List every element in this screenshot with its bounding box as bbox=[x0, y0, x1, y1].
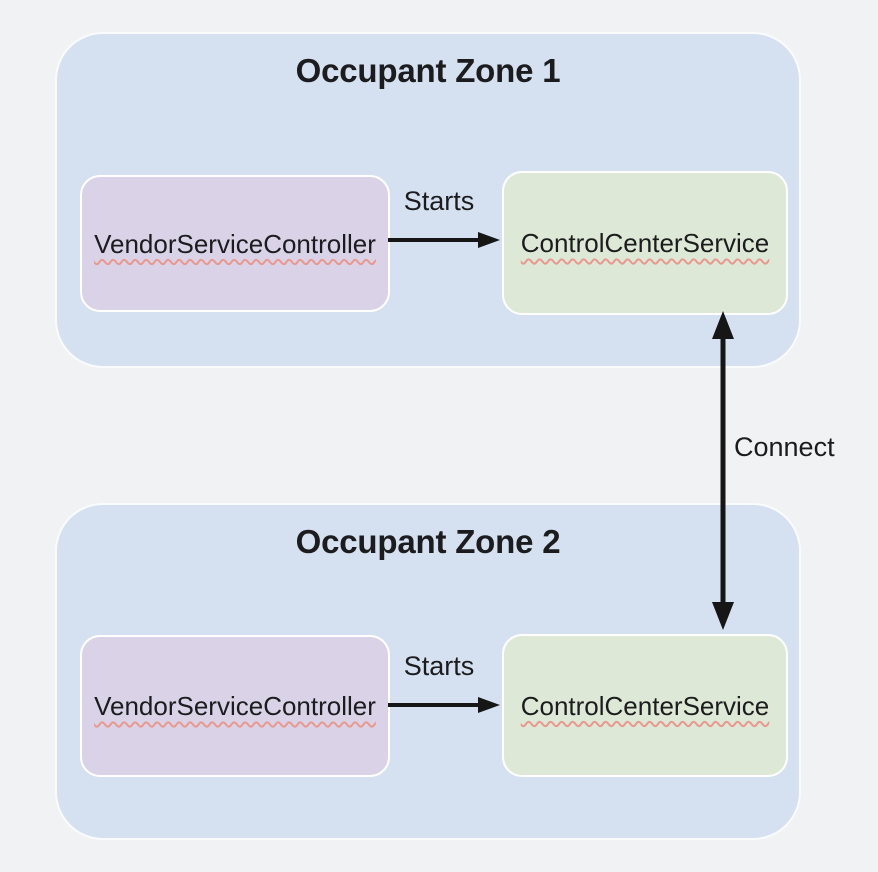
node-label: VendorServiceController bbox=[94, 691, 376, 721]
zone-title: Occupant Zone 1 bbox=[295, 52, 561, 89]
connect-double-arrow-icon bbox=[710, 311, 736, 630]
zone-occupant-zone-2: Occupant Zone 2 VendorServiceController … bbox=[55, 503, 801, 840]
edge-label-connect: Connect bbox=[734, 432, 835, 462]
node-vendor-service-controller: VendorServiceController bbox=[80, 635, 390, 777]
zone-title: Occupant Zone 2 bbox=[295, 523, 561, 560]
node-control-center-service: ControlCenterService bbox=[502, 171, 788, 315]
node-control-center-service: ControlCenterService bbox=[502, 634, 788, 777]
starts-arrow-right-icon bbox=[388, 693, 500, 717]
starts-arrow-right-icon bbox=[388, 228, 500, 252]
node-vendor-service-controller: VendorServiceController bbox=[80, 175, 390, 312]
node-label: ControlCenterService bbox=[520, 690, 770, 721]
node-label: VendorServiceController bbox=[94, 228, 376, 259]
zone-occupant-zone-1: Occupant Zone 1 VendorServiceController … bbox=[55, 32, 801, 368]
edge-label-starts: Starts bbox=[403, 186, 475, 216]
node-label: ControlCenterService bbox=[520, 228, 770, 258]
edge-label-starts: Starts bbox=[403, 651, 475, 681]
